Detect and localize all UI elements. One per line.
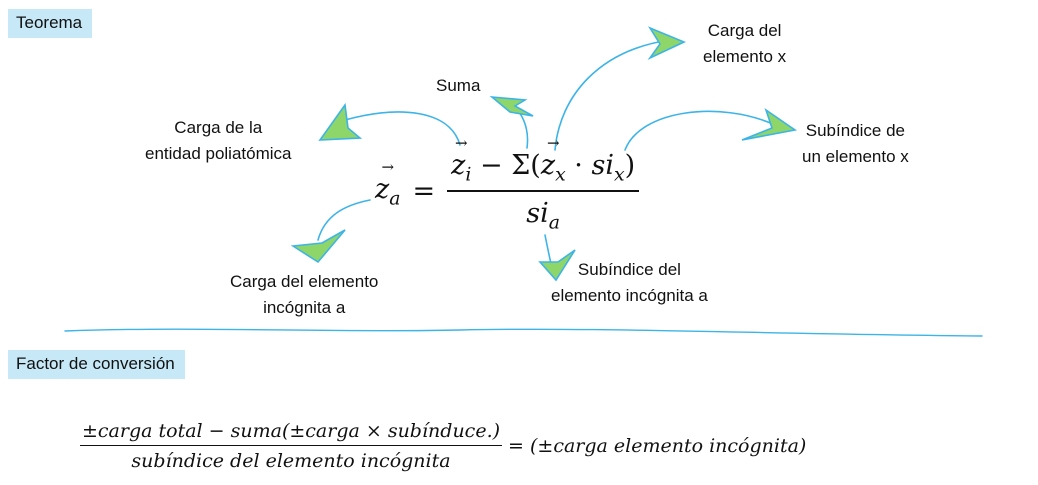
teorema-tag: Teorema bbox=[8, 9, 93, 38]
equals-sign: = bbox=[412, 176, 436, 208]
main-fraction: zi − Σ(zx · six) sia bbox=[447, 150, 640, 233]
main-equation: za = zi − Σ(zx · six) sia bbox=[375, 150, 640, 233]
arrow-entidad-head bbox=[318, 102, 363, 141]
arrow-incognita bbox=[317, 199, 371, 241]
arrow-entidad bbox=[344, 111, 461, 146]
conversion-numerator: ±carga total − suma(±carga × subínduce.) bbox=[82, 420, 501, 442]
main-denominator: sia bbox=[447, 189, 640, 233]
arrow-subindice-x-head bbox=[741, 107, 798, 141]
main-numerator: zi − Σ(zx · six) bbox=[447, 150, 639, 190]
arrow-suma-head bbox=[489, 95, 534, 117]
arrow-subindice-incognita-head bbox=[538, 249, 576, 282]
arrow-subindice-x bbox=[624, 110, 776, 151]
arrow-carga-x-head bbox=[647, 26, 686, 61]
conversion-result: = (±carga elemento incógnita) bbox=[508, 435, 807, 457]
conversion-equation: ±carga total − suma(±carga × subínduce.)… bbox=[80, 420, 806, 472]
divider-line bbox=[64, 328, 983, 337]
label-suma: Suma bbox=[436, 76, 481, 95]
arrow-carga-x bbox=[554, 39, 671, 151]
factor-conversion-tag: Factor de conversión bbox=[8, 350, 185, 379]
conversion-denominator: subíndice del elemento incógnita bbox=[80, 445, 503, 472]
conversion-fraction: ±carga total − suma(±carga × subínduce.)… bbox=[80, 420, 503, 472]
lhs-variable: za bbox=[375, 174, 401, 210]
arrow-incognita-head bbox=[290, 229, 346, 264]
